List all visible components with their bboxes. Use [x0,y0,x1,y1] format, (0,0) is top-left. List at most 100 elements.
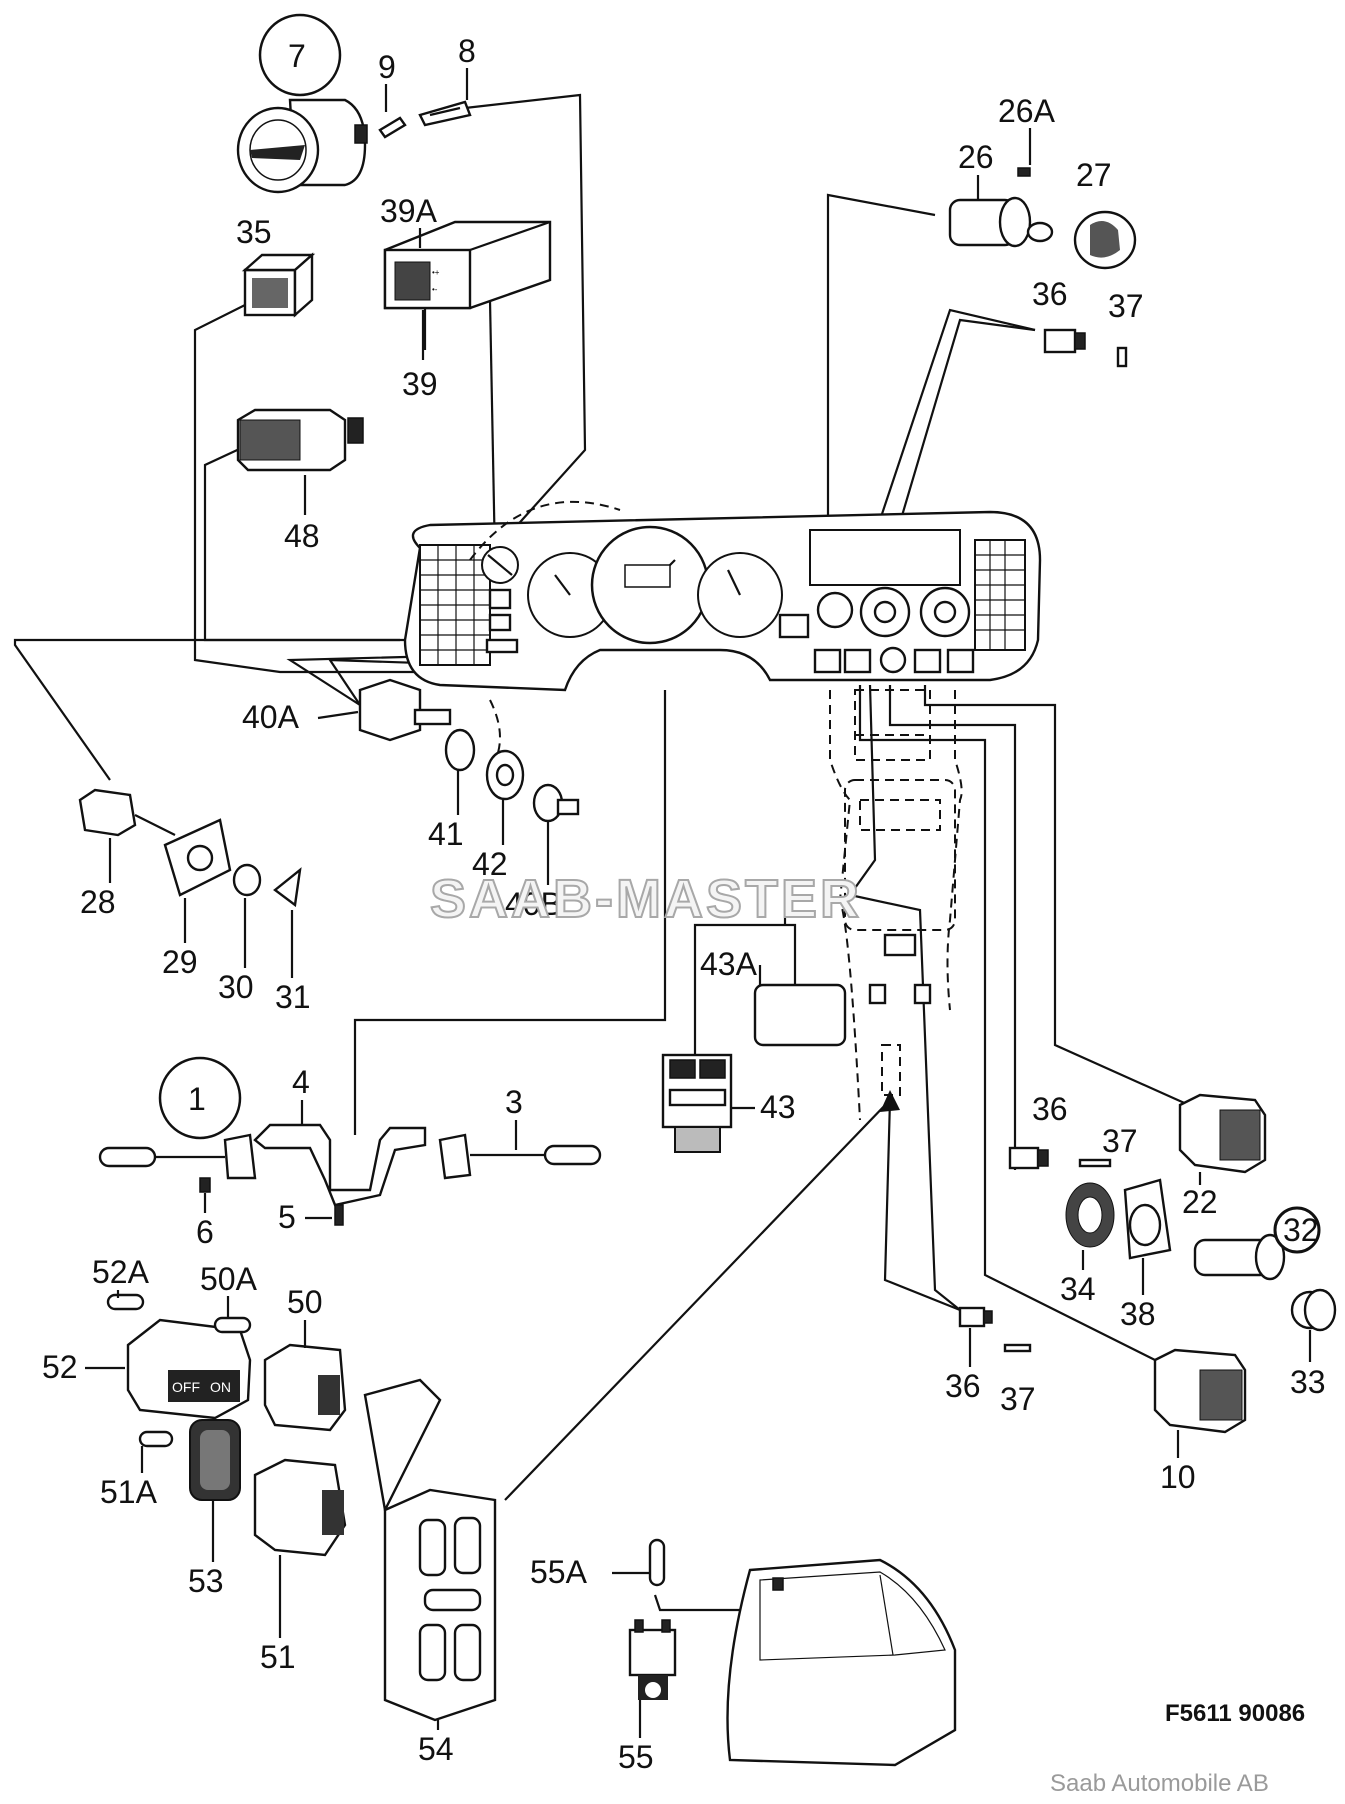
part-37-top-bulb [1116,346,1128,368]
switch-on-text: ON [210,1379,231,1395]
label-43A: 43A [700,946,758,982]
label-55: 55 [618,1739,654,1775]
part-40A-rheostat [358,678,452,742]
part-43-switch [661,1053,733,1153]
part-51-switch [253,1458,347,1557]
label-37-bottom: 37 [1000,1381,1036,1417]
part-36-bottom-socket [958,1306,993,1328]
part-36-top-socket [1043,328,1086,354]
part-37-right-bulb [1078,1158,1112,1168]
label-50A: 50A [200,1261,258,1297]
display-window [809,529,961,586]
part-35-switch [241,252,316,318]
label-26A: 26A [998,93,1056,129]
part-28-switch [78,788,176,837]
leader-lines [13,93,1201,1612]
svg-text:•-: •- [432,285,438,294]
part-50-switch [263,1343,347,1432]
label-50: 50 [287,1284,323,1320]
part-43A-module [753,983,847,1047]
label-43: 43 [760,1089,796,1125]
left-vent [419,544,491,666]
label-36-bottom: 36 [945,1368,981,1404]
part-52-switch: OFF ON [126,1318,252,1420]
part-8-bulb-holder [418,100,472,127]
label-3: 3 [505,1084,523,1120]
label-28: 28 [80,884,116,920]
part-10-switch [1153,1348,1247,1434]
label-37-right: 37 [1102,1123,1138,1159]
part-52A-bulb [106,1293,145,1311]
label-39A: 39A [380,193,438,229]
label-7: 7 [288,38,306,74]
part-51A-bulb [138,1430,174,1448]
part-labels: 7 9 8 35 39A 39 48 26A 26 27 36 37 40A 4… [42,33,1326,1775]
label-30: 30 [218,969,254,1005]
footer-copyright: Saab Automobile AB [1050,1770,1269,1797]
label-41: 41 [428,816,464,852]
part-39-module: •+ •- [383,220,552,350]
label-55A: 55A [530,1554,588,1590]
watermark-text: SAAB-MASTER [429,868,862,930]
label-27: 27 [1076,157,1112,193]
right-vent [974,539,1026,651]
label-37-top: 37 [1108,288,1144,324]
label-26: 26 [958,139,994,175]
label-51: 51 [260,1639,296,1675]
part-29-bracket [163,818,232,897]
svg-text:•+: •+ [432,268,440,277]
drawing-code: F5611 90086 [1165,1700,1306,1727]
part-54-panel [363,1378,497,1722]
label-51A: 51A [100,1474,158,1510]
part-27-knob [1073,210,1137,270]
label-53: 53 [188,1563,224,1599]
label-9: 9 [378,49,396,85]
label-10: 10 [1160,1459,1196,1495]
label-52A: 52A [92,1254,150,1290]
label-36-right: 36 [1032,1091,1068,1127]
label-31: 31 [275,979,311,1015]
part-40B-knob [532,783,580,823]
label-1: 1 [188,1081,206,1117]
label-39: 39 [402,366,438,402]
label-29: 29 [162,944,198,980]
part-31-knob [273,867,302,908]
label-48: 48 [284,518,320,554]
rear-door [726,1558,957,1767]
label-42: 42 [472,846,508,882]
label-22: 22 [1182,1184,1218,1220]
part-48-switch [236,408,364,472]
part-32-callout [1273,1206,1321,1254]
label-4: 4 [292,1064,310,1100]
center-console [829,689,963,1121]
label-35: 35 [236,214,272,250]
part-22-switch [1178,1093,1267,1174]
label-36-top: 36 [1032,276,1068,312]
climate-knob-left [816,591,854,629]
label-52: 52 [42,1349,78,1385]
part-33-lighter [1193,1233,1337,1332]
part-38-holder [1123,1178,1172,1260]
dashboard-panel [403,500,1042,771]
label-6: 6 [196,1214,214,1250]
label-38: 38 [1120,1296,1156,1332]
label-40B: 40B [505,886,562,922]
part-37-bottom-bulb [1003,1343,1032,1353]
part-1-stalk-assembly [98,1056,602,1226]
label-5: 5 [278,1199,296,1235]
part-36-right-socket [1008,1146,1049,1170]
part-50A-bulb [213,1316,252,1334]
label-40A: 40A [242,699,300,735]
part-41-washer [444,728,476,772]
part-7-light-switch [236,13,368,194]
switch-off-text: OFF [172,1379,200,1395]
label-54: 54 [418,1731,454,1767]
part-53-lens [189,1419,241,1501]
label-33: 33 [1290,1364,1326,1400]
part-30-washer [232,863,262,897]
label-32: 32 [1283,1212,1319,1248]
part-55A-bulb [648,1538,666,1587]
part-9-bulb [378,116,407,139]
part-55-switch [628,1619,677,1700]
